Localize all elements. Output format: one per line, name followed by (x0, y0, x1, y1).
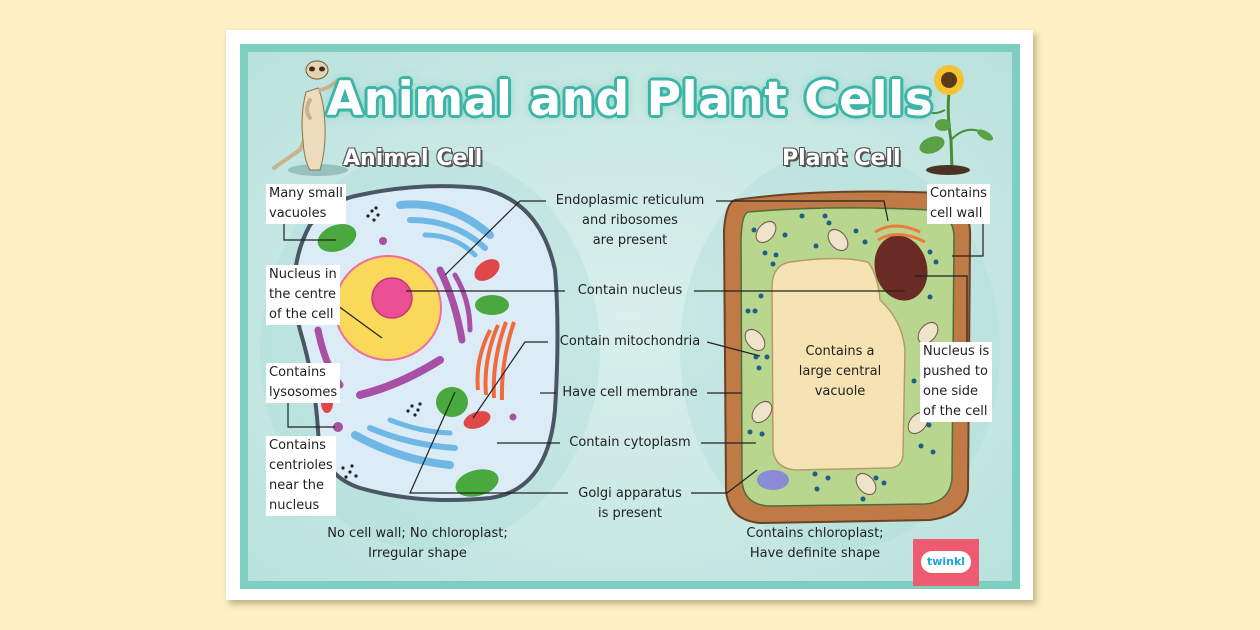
poster-title: Animal and Plant Cells (326, 72, 934, 127)
label-lysosomes: Contains lysosomes (266, 363, 341, 403)
sunflower-icon (919, 65, 994, 175)
plant-cell-heading: Plant Cell (782, 146, 901, 171)
plant-summary: Contains chloroplast; Have definite shap… (746, 526, 884, 561)
label-endoplasmic-reticulum: Endoplasmic reticulum and ribosomes are … (555, 193, 705, 248)
label-small-vacuoles: Many small vacuoles (266, 184, 346, 224)
leader-lines (283, 200, 984, 494)
plant-cell-diagram (722, 190, 972, 525)
label-nucleus-centre: Nucleus in the centre of the cell (266, 265, 340, 325)
cloud-icon: twinkl (921, 551, 971, 573)
animal-cell-heading: Animal Cell (343, 146, 483, 171)
label-mitochondria: Contain mitochondria (559, 334, 701, 349)
meerkat-icon (272, 60, 348, 176)
label-cell-wall: Contains cell wall (927, 184, 990, 224)
label-central-vacuole: Contains a large central vacuole (798, 344, 882, 399)
label-contain-nucleus: Contain nucleus (577, 283, 683, 298)
twinkl-logo[interactable]: twinkl (913, 539, 979, 586)
label-cytoplasm: Contain cytoplasm (569, 435, 691, 450)
label-golgi-apparatus: Golgi apparatus is present (578, 486, 682, 521)
label-centrioles: Contains centrioles near the nucleus (266, 436, 336, 516)
animal-summary: No cell wall; No chloroplast; Irregular … (327, 526, 508, 561)
label-nucleus-side: Nucleus is pushed to one side of the cel… (920, 342, 993, 422)
label-cell-membrane: Have cell membrane (562, 385, 698, 400)
